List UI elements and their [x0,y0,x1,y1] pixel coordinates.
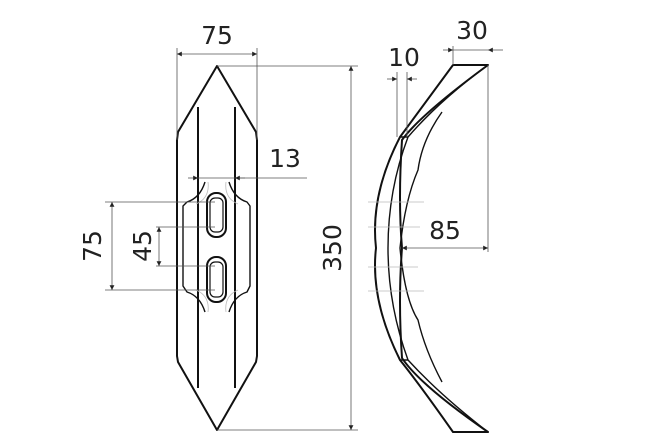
dim-curvature: 85 [402,65,489,252]
dim-tip-width-label: 30 [456,16,488,45]
dim-curvature-label: 85 [429,216,461,245]
front-view [176,65,258,431]
dim-tip-width: 30 [443,16,503,65]
side-view [368,64,489,433]
dim-width-label: 75 [201,21,233,50]
side-profile [374,64,489,433]
dim-hole-span: 75 [78,201,215,291]
blade-outline [176,65,258,431]
mounting-hole-upper [206,192,227,238]
dim-hole-span-label: 75 [78,230,107,262]
dim-slot-width-label: 13 [269,144,301,173]
dim-hole-spacing-label: 45 [128,230,157,262]
dim-thickness: 10 [387,43,420,137]
dim-slot-width: 13 [188,144,307,181]
dim-length-label: 350 [318,224,347,272]
dim-hole-spacing: 45 [128,226,215,267]
dim-width: 75 [176,21,258,140]
mounting-plate [182,181,251,313]
dim-thickness-label: 10 [388,43,420,72]
mounting-hole-lower [206,256,227,303]
dim-length: 350 [217,65,358,431]
